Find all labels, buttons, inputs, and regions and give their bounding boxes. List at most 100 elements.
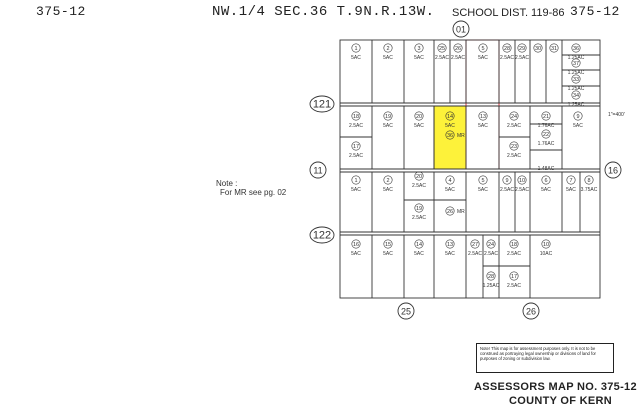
parcel-25[interactable]: 252.5AC [435, 43, 449, 61]
parcel-number: 31 [551, 46, 557, 52]
parcel-19[interactable]: 192.5AC [412, 203, 426, 221]
parcel-28[interactable]: 282.5AC [500, 43, 514, 61]
parcel-area: 5AC [351, 187, 361, 193]
parcel-number-circle [486, 271, 496, 281]
map-title: NW.1/4 SEC.36 T.9N.R.13W. [212, 4, 435, 20]
parcel-26[interactable]: 262.5AC [451, 43, 465, 61]
road-marker-shape [397, 302, 415, 320]
parcel-number: 21 [543, 114, 549, 120]
parcel-30[interactable]: 30 [533, 43, 543, 53]
parcel-number-circle [351, 175, 361, 185]
road-01-top-marker: 01 [452, 20, 470, 38]
parcel-number-circle [571, 90, 581, 100]
parcel-area: 2.5AC [349, 153, 363, 159]
parcel-24[interactable]: 242.5AC [507, 111, 521, 129]
parcel-23[interactable]: 232.5AC [507, 141, 521, 159]
parcel-area: 1.76AC [538, 141, 555, 147]
parcel-number: 9 [576, 114, 579, 120]
parcel-2[interactable]: 25AC [383, 43, 393, 61]
road-marker-shape [452, 20, 470, 38]
parcel-21[interactable]: 21 1.76AC [538, 111, 555, 129]
parcel-20[interactable]: 202.5AC [412, 171, 426, 189]
road-marker-label: 121 [313, 99, 331, 111]
parcel-number-circle [383, 43, 393, 53]
parcel-31[interactable]: 31 [549, 43, 559, 53]
parcel-17[interactable]: 172.5AC [349, 141, 363, 159]
parcel-number-circle [571, 58, 581, 68]
parcel-number-circle [445, 239, 455, 249]
scale-label: 1"=400' [608, 112, 625, 118]
parcel-area: 10AC [540, 251, 553, 257]
parcel-area: 5AC [414, 55, 424, 61]
parcel-8[interactable]: 83.75AC [581, 175, 598, 193]
parcel-24[interactable]: 242.5AC [484, 239, 498, 257]
parcel-area: 5AC [541, 187, 551, 193]
parcel-28[interactable]: 281.25AC [483, 271, 500, 289]
parcel-number: 28 [488, 274, 494, 280]
parcel-number: 8 [587, 178, 590, 184]
parcel-33[interactable]: 331.25AC [568, 74, 585, 92]
parcel-labels: 15AC25AC35AC252.5AC262.5AC55AC282.5AC292… [349, 43, 598, 289]
parcel-number-circle [445, 130, 455, 140]
parcel-area: 1.25AC [568, 70, 585, 76]
road-marker-label: 11 [313, 166, 322, 176]
parcel-18[interactable]: 182.5AC [507, 239, 521, 257]
road-122-marker: 122 [309, 226, 335, 244]
parcel-34[interactable]: 341.25AC [568, 90, 585, 108]
parcel-unnumbered[interactable]: 1.48AC [538, 166, 555, 172]
parcel-number-circle [445, 206, 455, 216]
parcel-number: 3 [417, 46, 420, 52]
parcel-number-circle [437, 43, 447, 53]
parcel-area: 2.5AC [412, 215, 426, 221]
parcel-17[interactable]: 172.5AC [507, 271, 521, 289]
parcel-area: 1.76AC [538, 123, 555, 129]
parcel-number-circle [509, 111, 519, 121]
parcel-2[interactable]: 25AC [383, 175, 393, 193]
parcel-18[interactable]: 182.5AC [349, 111, 363, 129]
road-marker-shape [522, 302, 540, 320]
parcel-number-circle [584, 175, 594, 185]
parcel-7[interactable]: 75AC [566, 175, 576, 193]
parcel-number-circle [351, 111, 361, 121]
parcel-number-circle [502, 175, 512, 185]
parcel-3[interactable]: 3 5AC [414, 43, 424, 61]
parcel-36[interactable]: 361.25AC [568, 43, 585, 61]
parcel-27[interactable]: 272.5AC [468, 239, 482, 257]
parcel-number: 24 [488, 242, 494, 248]
parcel-area: 5AC [414, 123, 424, 129]
parcel-area: 5AC [383, 187, 393, 193]
parcel-number-circle [414, 203, 424, 213]
parcel-37[interactable]: 371.25AC [568, 58, 585, 76]
parcel-area: MR [457, 209, 465, 215]
parcel-area: 2.5AC [412, 183, 426, 189]
parcel-area: 2.5AC [349, 123, 363, 129]
parcel-number-circle [549, 43, 559, 53]
parcel-number-circle [383, 111, 393, 121]
parcel-9[interactable]: 92.5AC [500, 175, 514, 193]
parcel-22[interactable]: 221.76AC [538, 129, 555, 147]
parcel-29[interactable]: 292.5AC [515, 43, 529, 61]
parcel-number: 30 [535, 46, 541, 52]
parcel-area: 5AC [383, 55, 393, 61]
parcel-10[interactable]: 102.5AC [515, 175, 529, 193]
parcel-number-circle [509, 239, 519, 249]
